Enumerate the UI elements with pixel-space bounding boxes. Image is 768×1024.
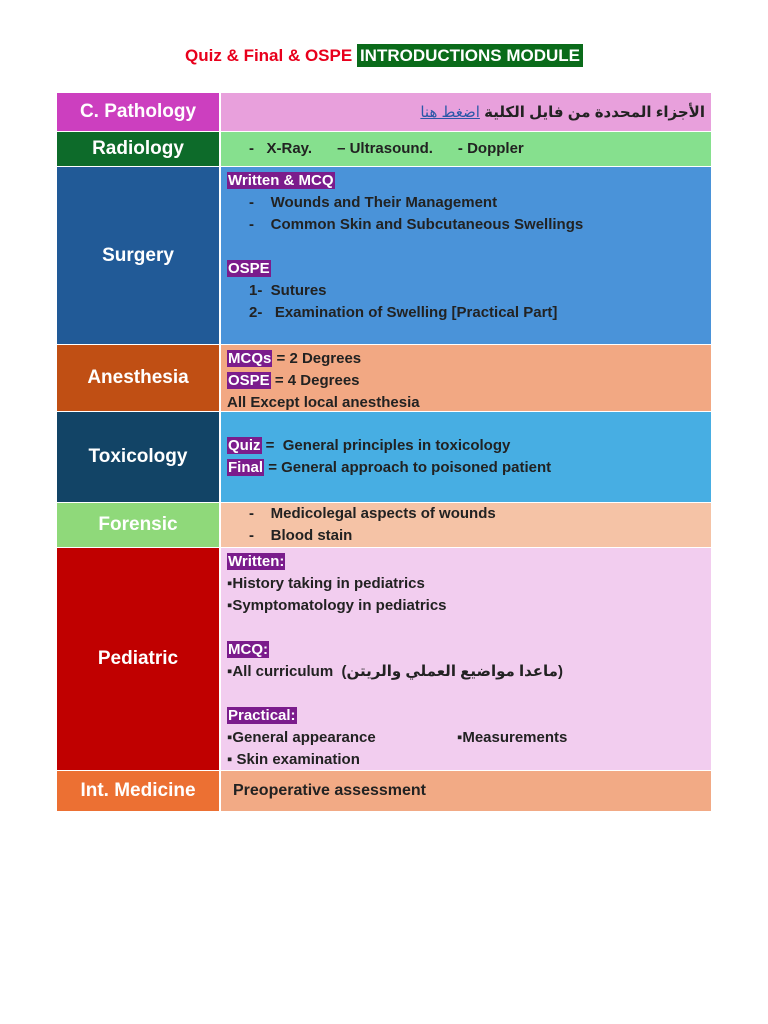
subject-pathology: C. Pathology: [57, 93, 221, 131]
toxicology-label-final: Final: [227, 459, 265, 476]
content-pediatric: Written: ▪History taking in pediatrics ▪…: [221, 548, 711, 770]
list-item: - Blood stain: [249, 527, 353, 544]
list-item: ▪Symptomatology in pediatrics: [227, 597, 447, 614]
pathology-link[interactable]: اضغط هنا: [420, 104, 480, 121]
content-radiology: - X-Ray. – Ultrasound. - Doppler: [221, 132, 711, 166]
list-item: - Wounds and Their Management: [249, 194, 498, 211]
pediatric-practical-item: ▪ Skin examination: [227, 751, 360, 768]
content-anesthesia: MCQs = 2 Degrees OSPE = 4 Degrees All Ex…: [221, 345, 711, 411]
row-anesthesia: Anesthesia MCQs = 2 Degrees OSPE = 4 Deg…: [57, 345, 711, 412]
pediatric-practical-item: ▪General appearance: [227, 729, 376, 746]
title-red-part: Quiz & Final & OSPE: [185, 46, 353, 65]
content-surgery: Written & MCQ - Wounds and Their Managem…: [221, 167, 711, 344]
schedule-table: C. Pathology الأجزاء المحددة من فايل الك…: [57, 93, 711, 811]
list-item: - Common Skin and Subcutaneous Swellings: [249, 216, 584, 233]
subject-medicine: Int. Medicine: [57, 771, 221, 811]
anesthesia-mcqs-value: = 2 Degrees: [276, 350, 362, 367]
subject-toxicology: Toxicology: [57, 412, 221, 502]
pediatric-practical-item: ▪Measurements: [457, 729, 568, 746]
toxicology-final-value: = General approach to poisoned patient: [268, 459, 552, 476]
list-item: - Medicolegal aspects of wounds: [249, 505, 496, 522]
content-toxicology: Quiz = General principles in toxicology …: [221, 412, 711, 502]
page-title: Quiz & Final & OSPE INTRODUCTIONS MODULE: [0, 44, 768, 67]
pediatric-label-practical: Practical:: [227, 707, 297, 724]
title-green-part: INTRODUCTIONS MODULE: [356, 44, 583, 67]
pediatric-mcq-item: ▪All curriculum: [227, 663, 334, 680]
row-radiology: Radiology - X-Ray. – Ultrasound. - Doppl…: [57, 132, 711, 167]
content-forensic: - Medicolegal aspects of wounds - Blood …: [221, 503, 711, 547]
pediatric-mcq-arabic: (ماعدا مواضيع العملي والريتن): [341, 663, 563, 680]
toxicology-quiz-value: = General principles in toxicology: [265, 437, 511, 454]
row-forensic: Forensic - Medicolegal aspects of wounds…: [57, 503, 711, 548]
anesthesia-ospe-value: = 4 Degrees: [274, 372, 360, 389]
medicine-text: Preoperative assessment: [233, 782, 426, 799]
radiology-line: - X-Ray. – Ultrasound. - Doppler: [249, 140, 524, 157]
anesthesia-label-mcqs: MCQs: [227, 350, 273, 367]
list-item: ▪History taking in pediatrics: [227, 575, 425, 592]
anesthesia-note: All Except local anesthesia: [227, 394, 420, 411]
pediatric-label-written: Written:: [227, 553, 286, 570]
row-surgery: Surgery Written & MCQ - Wounds and Their…: [57, 167, 711, 345]
list-item: 1- Sutures: [249, 282, 327, 299]
row-toxicology: Toxicology Quiz = General principles in …: [57, 412, 711, 503]
surgery-label-written: Written & MCQ: [227, 172, 335, 189]
subject-anesthesia: Anesthesia: [57, 345, 221, 411]
row-pediatric: Pediatric Written: ▪History taking in pe…: [57, 548, 711, 771]
row-pathology: C. Pathology الأجزاء المحددة من فايل الك…: [57, 93, 711, 132]
subject-forensic: Forensic: [57, 503, 221, 547]
list-item: 2- Examination of Swelling [Practical Pa…: [249, 304, 558, 321]
subject-radiology: Radiology: [57, 132, 221, 166]
anesthesia-label-ospe: OSPE: [227, 372, 271, 389]
subject-pediatric: Pediatric: [57, 548, 221, 770]
content-medicine: Preoperative assessment: [221, 771, 711, 811]
row-medicine: Int. Medicine Preoperative assessment: [57, 771, 711, 811]
pediatric-label-mcq: MCQ:: [227, 641, 269, 658]
pathology-text: الأجزاء المحددة من فايل الكلية: [484, 104, 705, 121]
surgery-label-ospe: OSPE: [227, 260, 271, 277]
content-pathology: الأجزاء المحددة من فايل الكلية اضغط هنا: [221, 93, 711, 131]
subject-surgery: Surgery: [57, 167, 221, 344]
toxicology-label-quiz: Quiz: [227, 437, 262, 454]
